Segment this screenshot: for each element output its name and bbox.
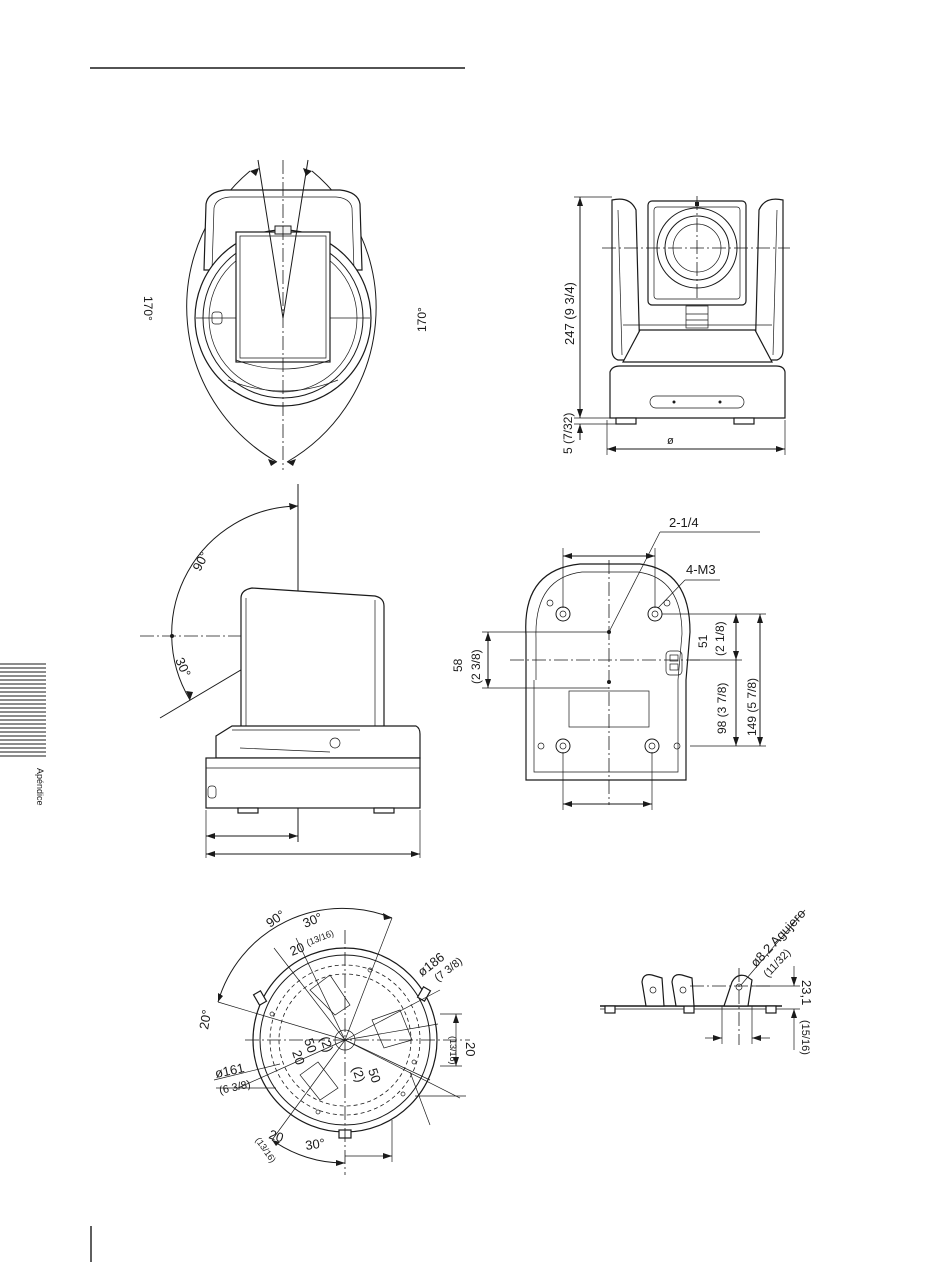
bracket-height-label: 23,1 bbox=[799, 980, 814, 1005]
plate-angle-30-top: 30° bbox=[301, 910, 325, 931]
section-tab: Apéndice bbox=[0, 662, 46, 806]
plate-angle-90: 90° bbox=[263, 907, 288, 931]
front-view-width-label: ø bbox=[667, 435, 674, 447]
plate-angle-20: 20° bbox=[196, 1009, 214, 1031]
front-view-height-label: 247 (9 3/4) bbox=[562, 282, 577, 345]
plate-dim-20-bottom: 20 bbox=[267, 1127, 285, 1146]
bottom-view-dim-51: 51 bbox=[696, 634, 710, 648]
mounting-plate-drawing: 90° 30° 20 (13/16) ø186 (7 3/8) 20° ø161… bbox=[196, 907, 478, 1175]
top-view-drawing: 170° 170° bbox=[141, 160, 429, 470]
section-tab-label: Apéndice bbox=[35, 768, 45, 806]
bottom-view-dim-58-frac: (2 3/8) bbox=[469, 649, 483, 684]
plate-frac-13-16-top: (13/16) bbox=[305, 928, 335, 948]
bottom-view-dim-58: 58 bbox=[451, 658, 465, 672]
top-view-angle-right: 170° bbox=[415, 307, 429, 332]
bottom-view-hole-label: 2-1/4 bbox=[669, 515, 699, 530]
bottom-view-screw-label: 4-M3 bbox=[686, 562, 716, 577]
bottom-view-dim-51-frac: (2 1/8) bbox=[713, 621, 727, 656]
plate-frac-6-3-8: (6 3/8) bbox=[218, 1079, 252, 1097]
side-view-angle-bottom: 30° bbox=[172, 655, 194, 679]
side-view-drawing: 90° 30° bbox=[140, 484, 420, 858]
top-view-angle-left: 170° bbox=[141, 296, 155, 321]
plate-frac-13-16-right: (13/16) bbox=[448, 1036, 458, 1065]
bottom-view-dim-98: 98 (3 7/8) bbox=[715, 683, 729, 734]
side-view-angle-top: 90° bbox=[189, 549, 211, 573]
plate-dim-20-top: 20 bbox=[288, 939, 307, 958]
front-view-foot-label: 5 (7/32) bbox=[561, 413, 575, 454]
bracket-drawing: ø8,2 Agujero (11/32) 23,1 (15/16) bbox=[600, 906, 814, 1055]
bottom-view-drawing: 2-1/4 4-M3 58 (2 3/8) 51 (2 1/8) bbox=[451, 515, 766, 810]
plate-dim-20-right: 20 bbox=[463, 1042, 478, 1056]
bracket-height-frac: (15/16) bbox=[799, 1020, 811, 1055]
plate-dia-161: ø161 bbox=[214, 1060, 246, 1081]
bottom-view-dim-149: 149 (5 7/8) bbox=[745, 678, 759, 736]
front-view-drawing: 247 (9 3/4) 5 (7/32) ø bbox=[561, 196, 790, 455]
plate-angle-30-bottom: 30° bbox=[304, 1135, 326, 1153]
